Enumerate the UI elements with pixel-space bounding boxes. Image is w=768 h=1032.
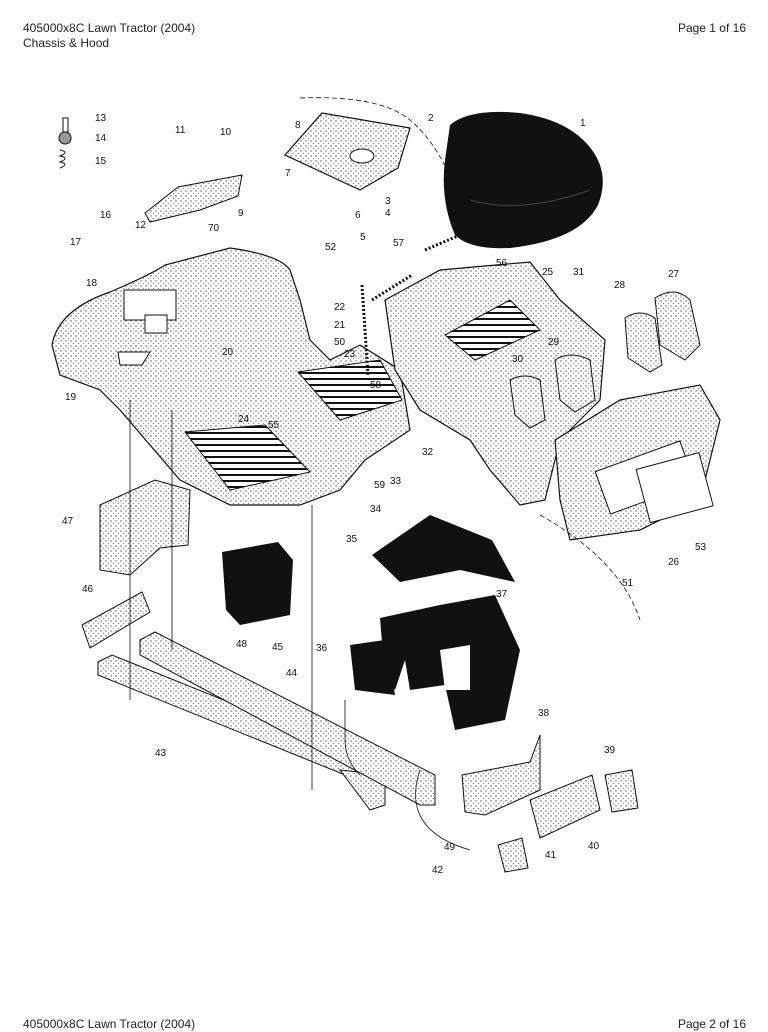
callout-29: 29 xyxy=(548,337,560,348)
callout-34: 34 xyxy=(370,504,382,515)
bracket-part-39 xyxy=(604,769,639,813)
callout-47: 47 xyxy=(62,516,74,527)
callout-59: 59 xyxy=(374,480,386,491)
bracket-part-41 xyxy=(497,837,529,873)
panel-part-37 xyxy=(380,595,520,730)
callout-5: 5 xyxy=(360,232,366,243)
callout-48: 48 xyxy=(236,639,248,650)
bracket-part-46 xyxy=(81,591,151,649)
callout-40: 40 xyxy=(588,841,600,852)
callout-13: 13 xyxy=(95,113,107,124)
callout-2: 2 xyxy=(428,113,434,124)
footrest-part-23 xyxy=(297,359,403,421)
fender-part-19 xyxy=(51,247,411,506)
callout-1: 1 xyxy=(580,118,586,129)
callout-33: 33 xyxy=(390,476,402,487)
callout-8: 8 xyxy=(295,120,301,131)
callout-30: 30 xyxy=(512,354,524,365)
bracket-part-40 xyxy=(529,774,601,839)
callout-44: 44 xyxy=(286,668,298,679)
callout-35: 35 xyxy=(346,534,358,545)
callout-36: 36 xyxy=(316,643,328,654)
callout-18a: 18 xyxy=(86,278,98,289)
callout-41: 41 xyxy=(545,850,557,861)
footer-document-title: 405000x8C Lawn Tractor (2004) xyxy=(23,1017,196,1031)
callout-49: 49 xyxy=(444,842,456,853)
callout-70: 70 xyxy=(208,223,220,234)
callout-11: 11 xyxy=(175,125,186,136)
callout-4: 4 xyxy=(385,208,391,219)
lens-parts-27-30 xyxy=(509,291,701,429)
callout-14: 14 xyxy=(95,133,107,144)
callout-52: 52 xyxy=(325,242,337,253)
callout-26: 26 xyxy=(668,557,680,568)
grille-part-26 xyxy=(554,384,721,541)
panel-part-36 xyxy=(350,640,395,695)
spring-parts-55-57 xyxy=(360,233,461,376)
bracket-part-47 xyxy=(99,479,191,576)
callout-24: 24 xyxy=(238,414,250,425)
callout-23: 23 xyxy=(344,349,356,360)
rail-part-44 xyxy=(139,631,436,806)
section-title: Chassis & Hood xyxy=(23,36,110,50)
callout-20: 20 xyxy=(222,347,234,358)
callout-38: 38 xyxy=(538,708,550,719)
callout-19: 19 xyxy=(65,392,77,403)
callout-labels: 1 2 3 4 5 6 7 8 9 10 11 12 13 14 15 16 1… xyxy=(62,113,707,876)
callout-7: 7 xyxy=(285,168,291,179)
assembly-lines xyxy=(129,97,641,851)
callout-53: 53 xyxy=(695,542,707,553)
callout-45: 45 xyxy=(272,642,284,653)
callout-31a: 31 xyxy=(573,267,585,278)
hood-part-25 xyxy=(384,261,606,506)
callout-57: 57 xyxy=(393,238,405,249)
callout-9: 9 xyxy=(238,208,244,219)
callout-21: 21 xyxy=(334,320,346,331)
callout-10: 10 xyxy=(220,127,232,138)
callout-58: 58 xyxy=(370,380,382,391)
callout-51: 51 xyxy=(622,578,634,589)
hardware-13-15 xyxy=(58,117,72,169)
callout-39: 39 xyxy=(604,745,616,756)
callout-22: 22 xyxy=(334,302,346,313)
footrest-part-24 xyxy=(184,424,311,491)
callout-16a: 16 xyxy=(100,210,112,221)
bracket-part-38 xyxy=(461,734,541,816)
battery-part-45 xyxy=(222,542,293,625)
seat-bracket-part-10 xyxy=(144,174,243,223)
callout-17: 17 xyxy=(70,237,82,248)
callout-37: 37 xyxy=(496,589,508,600)
callout-3: 3 xyxy=(385,196,391,207)
footer-page-number: Page 2 of 16 xyxy=(677,1017,746,1031)
callout-12: 12 xyxy=(135,220,147,231)
callout-6: 6 xyxy=(355,210,361,221)
callout-15: 15 xyxy=(95,156,107,167)
callout-43: 43 xyxy=(155,748,167,759)
seat-pan-part-8 xyxy=(284,112,411,191)
callout-27: 27 xyxy=(668,269,680,280)
callout-32: 32 xyxy=(422,447,434,458)
dash-panel-part-34 xyxy=(372,515,515,582)
callout-55: 55 xyxy=(268,420,280,431)
callout-25: 25 xyxy=(542,267,554,278)
header-left: 405000x8C Lawn Tractor (2004) Chassis & … xyxy=(23,21,195,51)
page-number: Page 1 of 16 xyxy=(677,21,746,35)
callout-28: 28 xyxy=(614,280,626,291)
callout-50: 50 xyxy=(334,337,346,348)
callout-42: 42 xyxy=(432,865,444,876)
seat-part-1 xyxy=(443,111,603,249)
callout-56: 56 xyxy=(496,258,508,269)
callout-46: 46 xyxy=(82,584,94,595)
document-title: 405000x8C Lawn Tractor (2004) xyxy=(23,21,196,35)
